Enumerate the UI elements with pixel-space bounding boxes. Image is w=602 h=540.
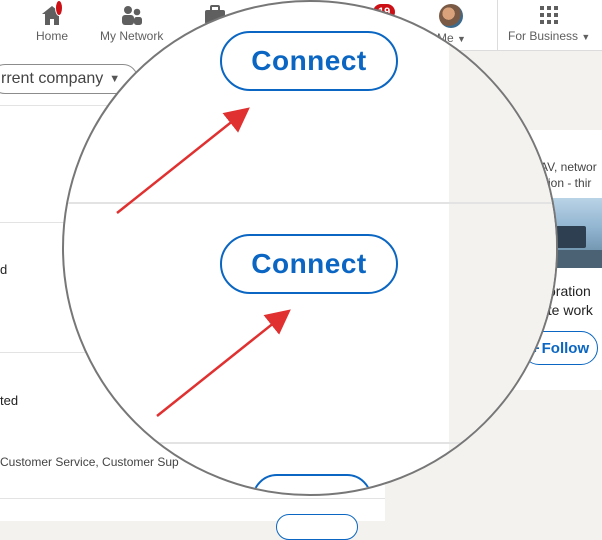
ad-text-line: oration (548, 283, 591, 299)
result-headline-fragment: d (0, 262, 8, 277)
chevron-down-icon: ▼ (581, 32, 591, 42)
result-headline-fragment: ted (0, 393, 19, 408)
home-icon (40, 0, 64, 26)
home-notification-dot (55, 0, 63, 16)
nav-my-network[interactable]: My Network (100, 4, 163, 46)
nav-home-label: Home (36, 29, 69, 43)
magnified-divider (64, 442, 556, 444)
connect-button-partial[interactable] (276, 514, 358, 540)
divider (0, 498, 385, 499)
nav-home[interactable]: Home (36, 0, 69, 46)
filter-label: rrent company (1, 70, 104, 87)
magnifier-callout: Connect Connect (62, 0, 558, 496)
connect-button[interactable]: Connect (220, 234, 398, 294)
connect-button-partial[interactable] (252, 474, 372, 494)
nav-my-network-label: My Network (100, 29, 164, 43)
current-company-filter[interactable]: rrent company ▼ (0, 64, 138, 94)
result-skills-fragment: Customer Service, Customer Sup (0, 455, 179, 469)
chevron-down-icon: ▼ (109, 73, 121, 85)
magnified-right-rail (449, 2, 556, 494)
connect-button[interactable]: Connect (220, 31, 398, 91)
magnified-divider (64, 202, 556, 204)
people-icon (121, 6, 142, 25)
